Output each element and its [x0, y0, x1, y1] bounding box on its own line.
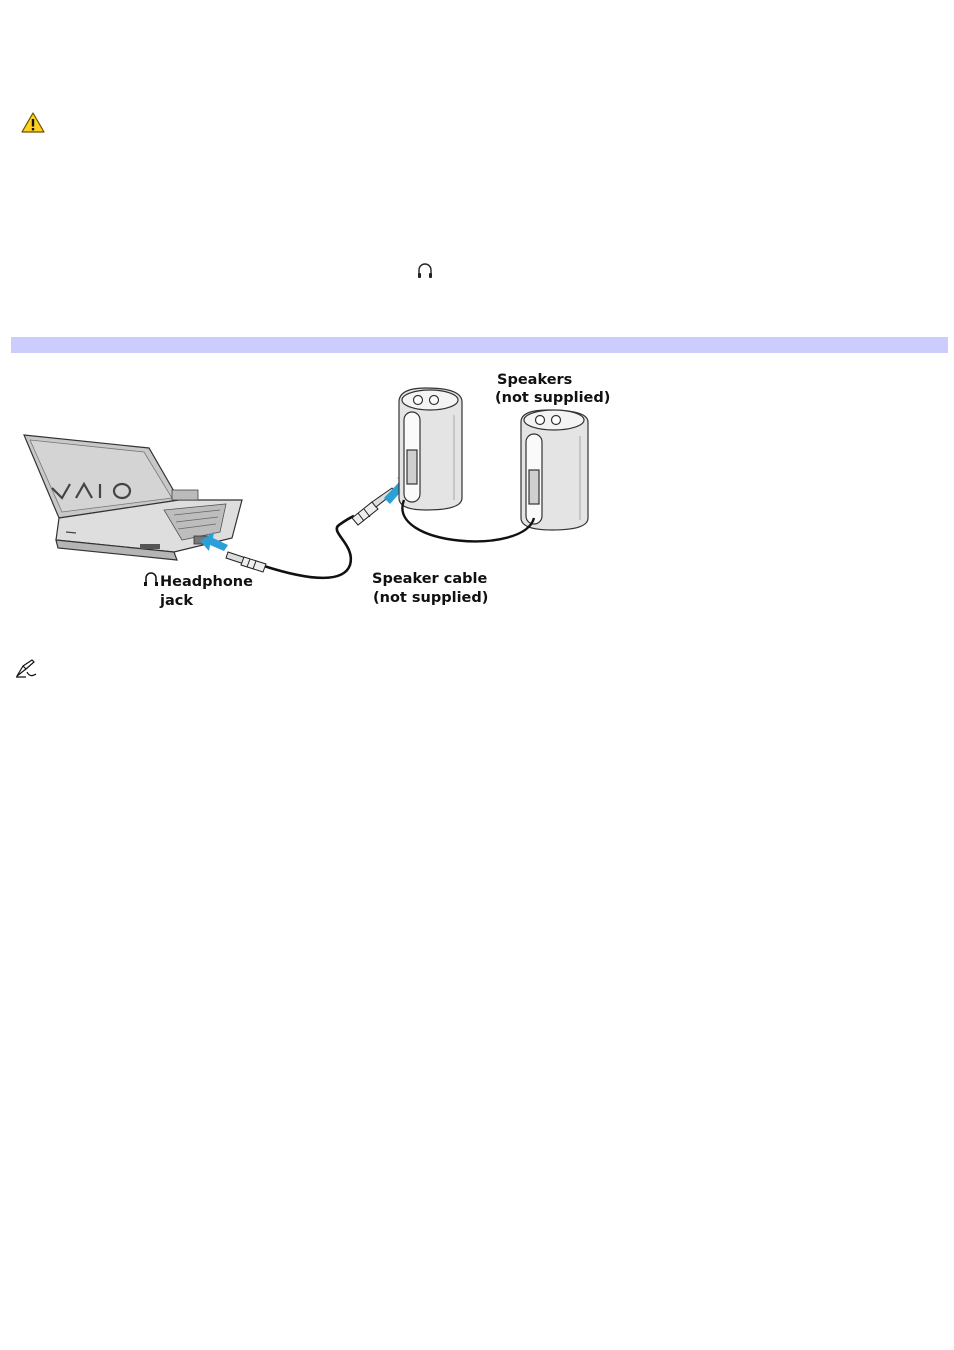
headphone-jack-label: Headphone: [160, 574, 253, 590]
headphone-icon: [416, 261, 434, 281]
headphone-icon: [144, 573, 158, 586]
right-speaker: [521, 410, 588, 530]
speaker-cable: [264, 516, 354, 578]
section-header-bar: [11, 337, 948, 353]
speakers-label: Speakers: [497, 372, 572, 388]
headphone-jack-sublabel: jack: [159, 593, 193, 609]
speaker-cable-label: Speaker cable: [372, 571, 487, 587]
warning-icon: [20, 111, 46, 135]
speaker-connection-diagram: Speakers (not supplied) Headphone jack S…: [14, 360, 624, 616]
speakers-sublabel: (not supplied): [495, 390, 610, 406]
cable-plug-laptop: [226, 552, 266, 572]
note-pencil-icon: [14, 658, 40, 680]
left-speaker: [399, 388, 462, 510]
speaker-cable-sublabel: (not supplied): [373, 590, 488, 606]
